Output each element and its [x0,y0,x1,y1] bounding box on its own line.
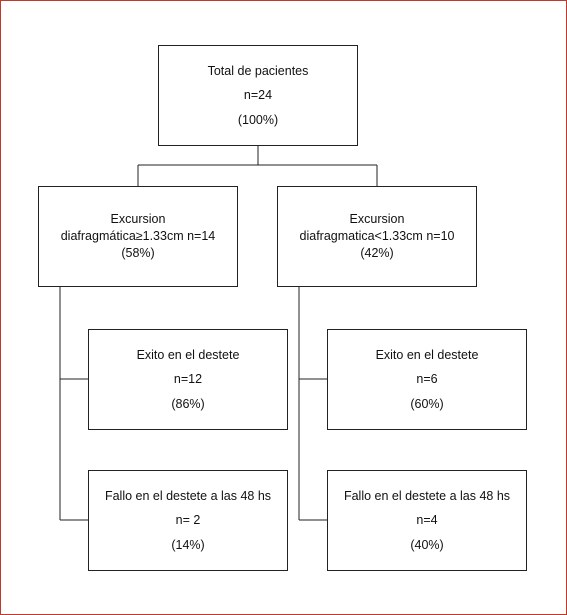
node-percent: (86%) [171,396,205,411]
node-subtitle: diafragmática≥1.33cm n=14 [60,229,216,244]
node-count: n= 2 [175,513,201,528]
node-left-failure: Fallo en el destete a las 48 hs n= 2 (14… [88,470,288,571]
node-excursion-high: Excursion diafragmática≥1.33cm n=14 (58%… [38,186,238,287]
node-title: Exito en el destete [375,348,479,363]
node-subtitle: diafragmatica<1.33cm n=10 [299,229,455,244]
node-excursion-low: Excursion diafragmatica<1.33cm n=10 (42%… [277,186,477,287]
node-title: Fallo en el destete a las 48 hs [104,489,272,504]
node-left-success: Exito en el destete n=12 (86%) [88,329,288,430]
node-percent: (42%) [360,245,394,260]
node-title: Total de pacientes [207,64,309,79]
node-title: Excursion [349,212,405,227]
node-percent: (40%) [410,537,444,552]
node-count: n=6 [416,372,438,387]
node-percent: (14%) [171,537,205,552]
node-right-failure: Fallo en el destete a las 48 hs n=4 (40%… [327,470,527,571]
node-percent: (60%) [410,396,444,411]
node-right-success: Exito en el destete n=6 (60%) [327,329,527,430]
node-percent: (100%) [237,112,279,127]
node-count: n=24 [243,88,273,103]
node-title: Excursion [110,212,166,227]
node-count: n=12 [173,372,203,387]
node-percent: (58%) [121,245,155,260]
node-total-patients: Total de pacientes n=24 (100%) [158,45,358,146]
node-title: Exito en el destete [136,348,240,363]
node-title: Fallo en el destete a las 48 hs [343,489,511,504]
node-count: n=4 [416,513,438,528]
